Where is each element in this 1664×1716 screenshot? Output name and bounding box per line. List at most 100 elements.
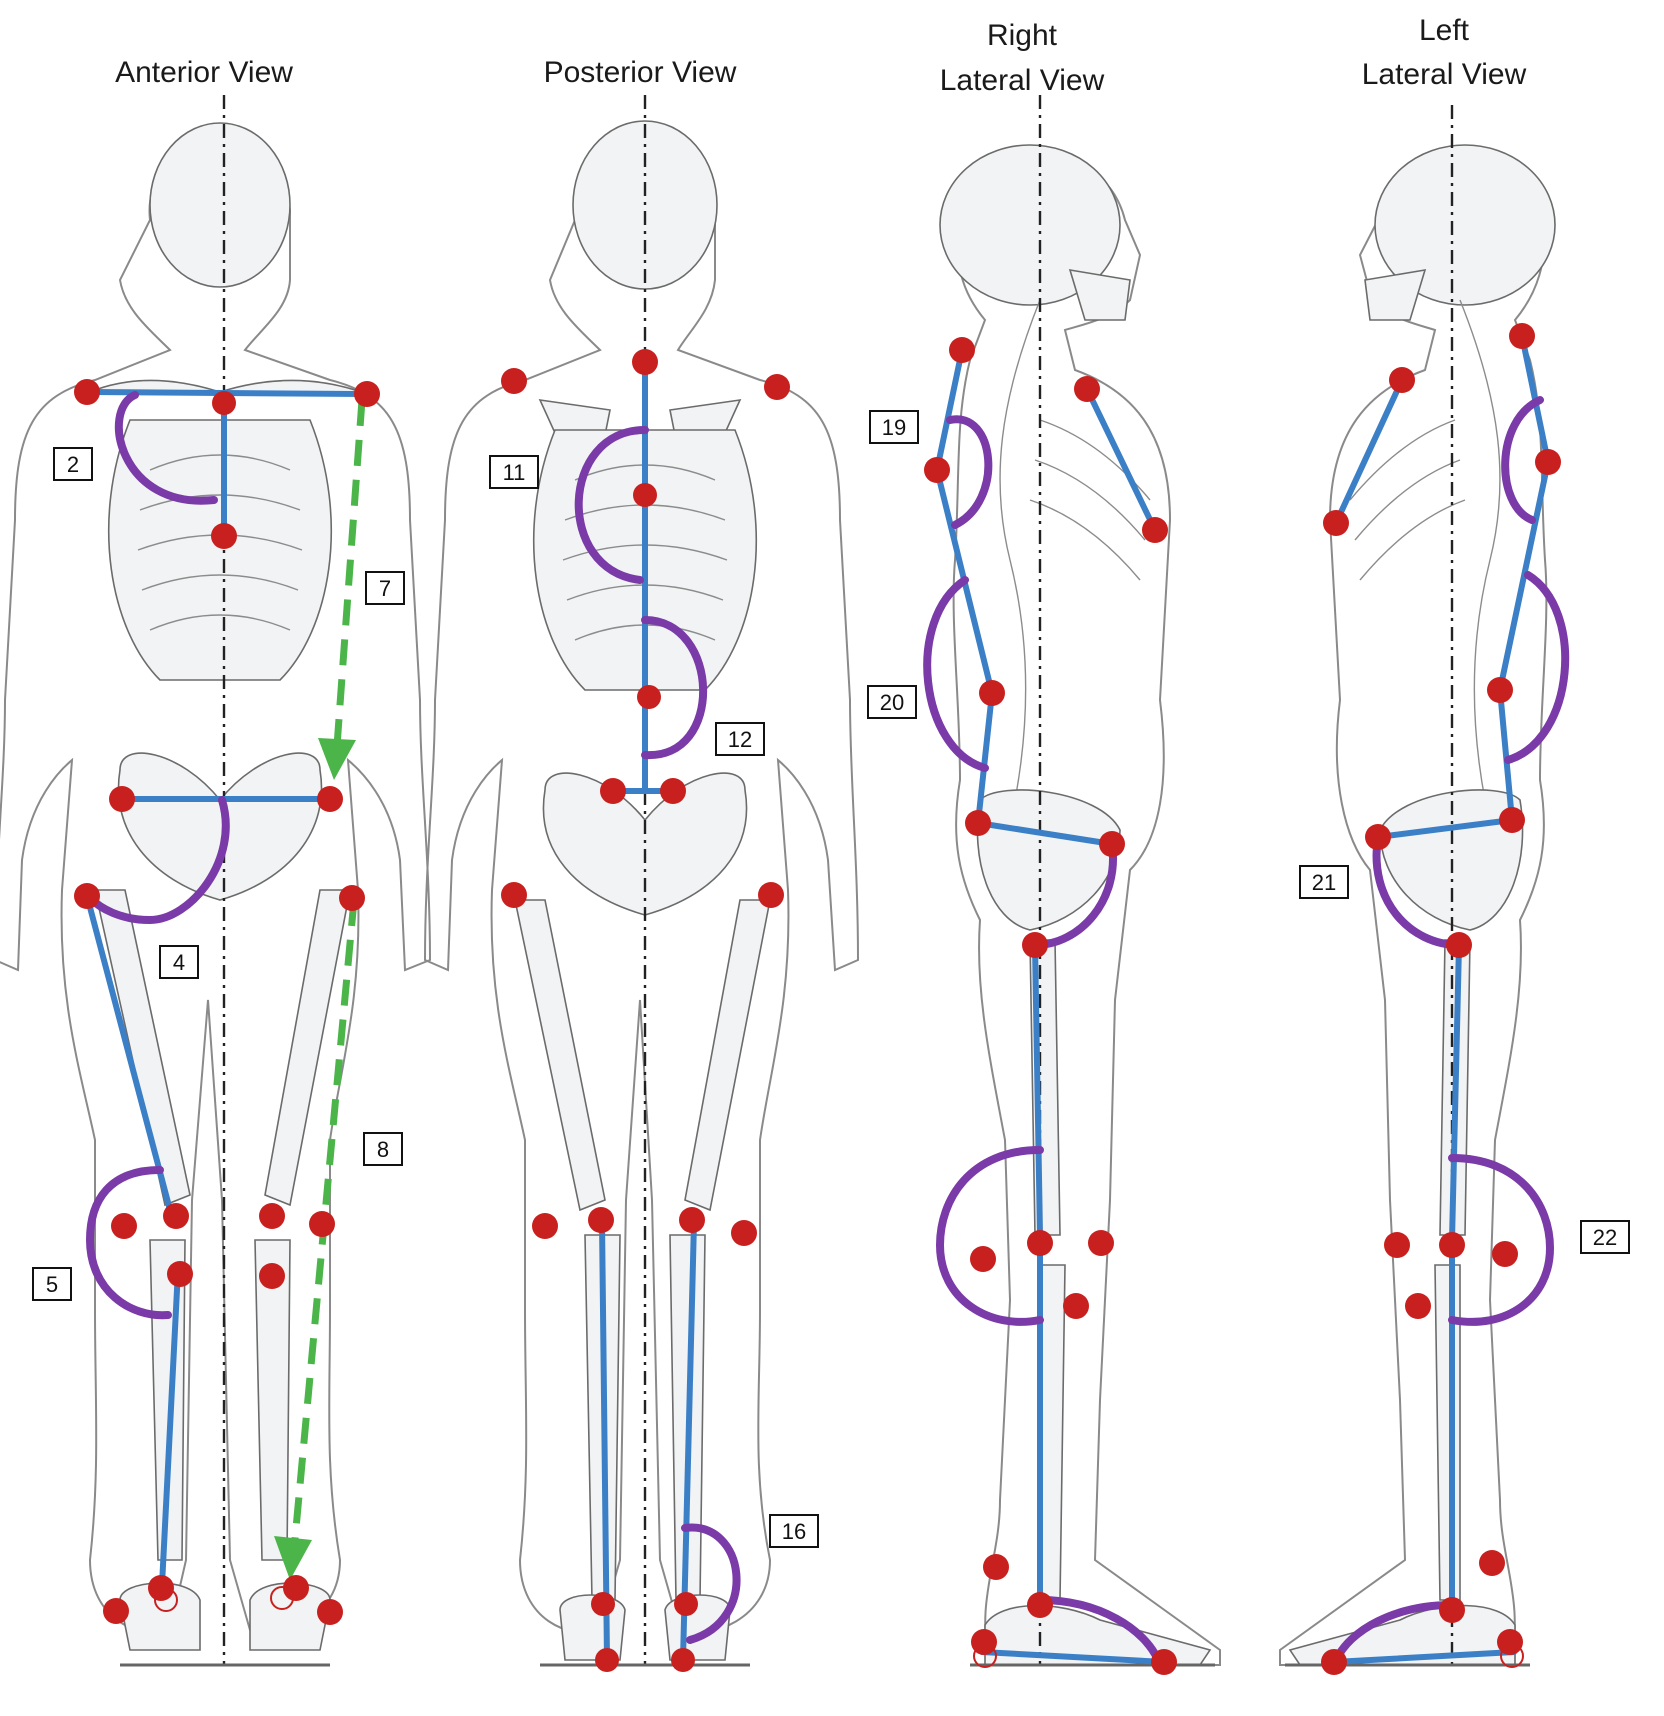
marker [532,1213,558,1239]
label-12-text: 12 [728,727,752,752]
left-lateral-tibia [1434,1264,1461,1601]
marker [1142,517,1168,543]
anterior-shank-line [159,1267,181,1588]
marker [949,337,975,363]
marker [1074,376,1100,402]
marker [674,1592,698,1616]
right-lateral-spine [999,299,1041,801]
posterior-arc-11 [574,426,649,584]
marker [1099,831,1125,857]
marker [74,379,100,405]
left-lateral-thigh-line [1449,942,1462,1243]
marker [973,1644,997,1668]
right-lateral-tibia [1039,1264,1066,1601]
left-lateral-spine [1459,299,1501,801]
marker [1479,1550,1505,1576]
label-8-text: 8 [377,1137,389,1162]
posterior-arc-16 [681,1523,741,1644]
marker [317,786,343,812]
marker [109,786,135,812]
marker [111,1213,137,1239]
marker [983,1554,1009,1580]
label-4-text: 4 [173,950,185,975]
right-lateral-arc-ankle [1036,1596,1162,1664]
marker [764,374,790,400]
anterior-guide-arrowhead-8 [274,1536,312,1580]
marker [588,1207,614,1233]
right-lateral-arc-19 [946,415,993,529]
marker [671,1648,695,1672]
right-lateral-pelvis [976,789,1121,931]
marker [154,1588,178,1612]
marker [1509,323,1535,349]
marker [270,1586,294,1610]
label-22: 22 [1580,1220,1630,1254]
marker [167,1261,193,1287]
right-lateral-arc-knee [935,1146,1044,1326]
label-11-text: 11 [503,460,526,485]
marker [924,457,950,483]
marker [965,810,991,836]
right-lateral-view-title-line1: Right [987,19,1058,52]
marker [354,381,380,407]
anterior-thigh-line [84,893,173,1213]
label-16: 16 [769,1514,819,1548]
label-12: 12 [715,722,765,756]
marker [660,778,686,804]
right-lateral-ribs [1029,419,1151,581]
label-19-text: 19 [882,415,906,440]
marker [1497,1629,1523,1655]
anterior-arc-4 [86,796,230,925]
marker [1321,1649,1347,1675]
label-21-text: 21 [1312,870,1336,895]
marker [731,1220,757,1246]
marker [339,885,365,911]
posterior-left-femur [684,899,771,1212]
marker [259,1203,285,1229]
label-20: 20 [867,685,917,719]
left-lateral-arc-mid [1504,571,1570,764]
right-lateral-thigh-line [1032,942,1043,1238]
posterior-right-femur [514,899,606,1212]
marker [501,368,527,394]
marker [970,1246,996,1272]
label-16-text: 16 [782,1519,806,1544]
marker [679,1207,705,1233]
marker [1151,1649,1177,1675]
marker [283,1575,309,1601]
anterior-pelvis [117,752,323,901]
left-lateral-figure [1279,105,1570,1675]
right-lateral-view-title-line2: Lateral View [940,64,1105,97]
left-lateral-arc-upper [1501,396,1544,524]
anterior-skull [149,122,291,288]
left-lateral-skull [1374,144,1556,306]
marker [212,391,236,415]
anterior-left-femur [264,889,351,1207]
left-lateral-arc-21 [1372,833,1463,949]
right-lateral-arc-hip [1031,840,1118,949]
marker [1389,367,1415,393]
left-lateral-view-title-line2: Lateral View [1362,58,1527,91]
marker [1405,1293,1431,1319]
marker [1384,1232,1410,1258]
marker [1027,1592,1053,1618]
left-lateral-arm-line [1333,377,1405,526]
anterior-arc-5 [85,1166,172,1320]
label-11: 11 [489,455,539,489]
label-8: 8 [363,1132,403,1166]
marker [1499,807,1525,833]
left-lateral-view-title-line1: Left [1419,14,1470,47]
posterior-left-shank-line [680,1219,697,1663]
marker [1500,1644,1524,1668]
posterior-right-shank-line [599,1219,610,1663]
right-lateral-arc-20 [923,576,989,772]
anterior-view-title: Anterior View [115,56,293,89]
marker [1446,932,1472,958]
marker [758,882,784,908]
marker [74,883,100,909]
marker [1439,1232,1465,1258]
label-20-text: 20 [880,690,904,715]
label-4: 4 [159,945,199,979]
left-lateral-jaw [1364,268,1427,321]
